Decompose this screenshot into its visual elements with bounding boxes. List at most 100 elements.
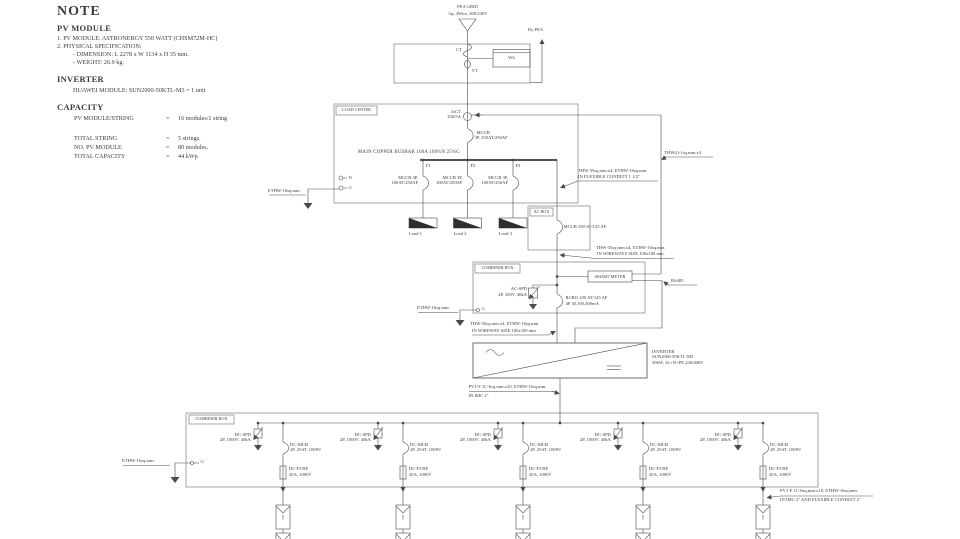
capacity-eq: = — [166, 114, 170, 122]
wire-spec: PV1-F 1C-6sq.mm.x10, ETHW-16sq.mm. — [780, 487, 858, 493]
load-center-title: LOAD CENTER — [342, 107, 371, 112]
dc-fuse-icon — [759, 465, 767, 480]
dc-mcb-label: DC-MCB — [410, 441, 429, 447]
ground-icon — [734, 445, 742, 451]
vt-label: VT — [471, 67, 478, 73]
feeder-label: F3 — [515, 162, 521, 168]
ac-spd-icon — [528, 287, 538, 299]
main-mccb-rating: 3P, 250AT/250AF — [474, 135, 508, 140]
branch-mccb-label: MCCB 3P, — [398, 174, 418, 180]
inverter-note-line: HUAWEI MODULE: SUN2000-50KTL-M3 = 1 unit — [73, 86, 206, 94]
feeder-label: F1 — [426, 162, 431, 168]
capacity-value: 16 modules/1 string — [178, 114, 228, 122]
ct-label: CT — [456, 47, 462, 52]
wire-spec-ct: THW(f)-1sq.mm.x4 — [664, 149, 701, 155]
pv-module-line: 1. PV MODULE: ASTRONERGY 550 WATT (CHSM7… — [57, 34, 218, 42]
dc-mcb-label: DC-MCB — [290, 441, 309, 447]
ac-symbol-icon — [485, 349, 505, 356]
ground-icon — [170, 477, 180, 483]
main-mccb-icon — [467, 128, 474, 143]
pv-module-line: - WEIGHT: 26.9 kg. — [73, 58, 124, 66]
rcbo-icon — [556, 293, 563, 309]
ac-box-title: AC BOX — [533, 209, 550, 214]
inverter-title: INVERTER — [652, 348, 675, 354]
neutral-bar-icon — [338, 175, 344, 181]
g-terminal-label: G — [200, 458, 204, 464]
dc-fuse-rating: 20A, 1000V — [529, 471, 552, 477]
ct3-icon — [463, 112, 472, 121]
dc-fuse-label: DC-FUSE — [409, 466, 429, 471]
capacity-eq: = — [166, 135, 170, 142]
dc-fuse-label: DC-FUSE — [289, 466, 309, 471]
capacity-heading: CAPACITY — [57, 102, 104, 112]
ground-icon — [303, 203, 313, 209]
pv-module-icon — [635, 532, 651, 539]
dc-mcb-rating: 2P, 25AT, 1000V — [290, 447, 322, 452]
dc-fuse-label: DC-FUSE — [529, 466, 549, 471]
dc-spd-rating: 2P, 1000V, 40kA — [459, 437, 491, 442]
main-mccb-label: MCCB — [476, 129, 490, 135]
dc-mcb-label: DC-MCB — [530, 441, 549, 447]
capacity-value: 44 kWp — [178, 153, 198, 160]
dc-mcb-rating: 2P, 25AT, 1000V — [410, 447, 442, 452]
dc-mcb-icon — [642, 441, 649, 455]
pea-grid-spec: 3φ, 4Wire, 400/230V — [448, 10, 488, 16]
wh-meter-label: Wh — [508, 55, 515, 60]
pv-module-icon — [515, 532, 531, 539]
pv-module-heading: PV MODULE — [57, 23, 112, 33]
load-center-box — [333, 103, 579, 204]
capacity-eq: = — [166, 153, 170, 160]
capacity-value: 5 strings. — [178, 135, 201, 142]
ac-mccb-label: MCCB 100 AT/125 AF — [563, 223, 607, 229]
ethw-label: ETHW-16sq.mm. — [417, 305, 450, 310]
dc-spd-label: DC-SPD — [474, 431, 491, 437]
ct-icon — [463, 43, 472, 58]
branch-mccb-rating: 100AT/250AF — [391, 180, 418, 185]
dc-mcb-icon — [762, 441, 769, 455]
grid-source-icon — [458, 18, 477, 32]
vt-icon — [464, 59, 471, 69]
rcbo-rating: 4P 30,100,300mA — [565, 300, 599, 306]
combiner-ac-title: COMBINER BOX — [481, 265, 514, 270]
ground-bar-icon — [338, 185, 344, 191]
ground-icon — [614, 445, 622, 451]
ac-box — [527, 205, 591, 251]
dc-spd-label: DC-SPD — [714, 431, 731, 437]
dc-fuse-icon — [639, 465, 647, 480]
dc-fuse-rating: 20A, 1000V — [649, 471, 672, 477]
dc-spd-rating: 2P, 1000V, 40kA — [219, 437, 251, 442]
feeder-label: F2 — [470, 162, 476, 168]
ground-icon — [455, 320, 465, 326]
inverter-spec: 50kW, 3L+N+PE 230/400V — [652, 359, 704, 365]
pv-module-line: 2. PHYSICAL SPECIFICATION: — [57, 42, 142, 50]
branch-mccb-rating: 100AT/250AF — [481, 180, 508, 185]
wire-spec: IN WIREWAYS SIZE 100x100 mm — [597, 251, 664, 256]
dc-mcb-label: DC-MCB — [770, 441, 789, 447]
ground-icon — [254, 445, 262, 451]
ground-icon — [529, 304, 537, 310]
ac-spd-label: AC-SPD — [510, 286, 527, 291]
wire-spec: THW-35sq.mm.x4, ETHW-16sq.mm. — [596, 244, 666, 250]
pv-module-icon — [275, 532, 291, 539]
dc-fuse-rating: 20A, 1000V — [289, 471, 312, 477]
inverter-heading: INVERTER — [57, 74, 104, 84]
capacity-value: 80 modules. — [178, 144, 209, 151]
g-terminal-label: G — [481, 305, 485, 311]
ac-mccb-icon — [556, 219, 563, 235]
ct3-ratio: 250/5A — [447, 114, 461, 119]
dc-mcb-icon — [522, 441, 529, 455]
dc-fuse-label: DC-FUSE — [649, 466, 669, 471]
wire-spec: THW-35sq.mm.x4, ETHW-16sq.mm. — [470, 320, 540, 326]
ethw-label: ETHW-16sq.mm. — [268, 188, 301, 193]
branch-mccb-rating: 100AT/250AF — [435, 180, 463, 185]
wire-spec: IN IMC 2" AND FLEXIBLE CONDUIT 2" — [780, 496, 861, 502]
ground-terminal-icon — [190, 461, 194, 465]
pv-module-icon — [755, 532, 771, 539]
inverter-model: SUN2000-50KTL-M3 — [652, 354, 694, 359]
capacity-label: TOTAL CAPACITY — [74, 153, 126, 160]
combiner-dc-title: COMBINER BOX — [195, 416, 228, 421]
combiner-box-ac — [472, 261, 646, 314]
capacity-eq: = — [166, 144, 170, 151]
